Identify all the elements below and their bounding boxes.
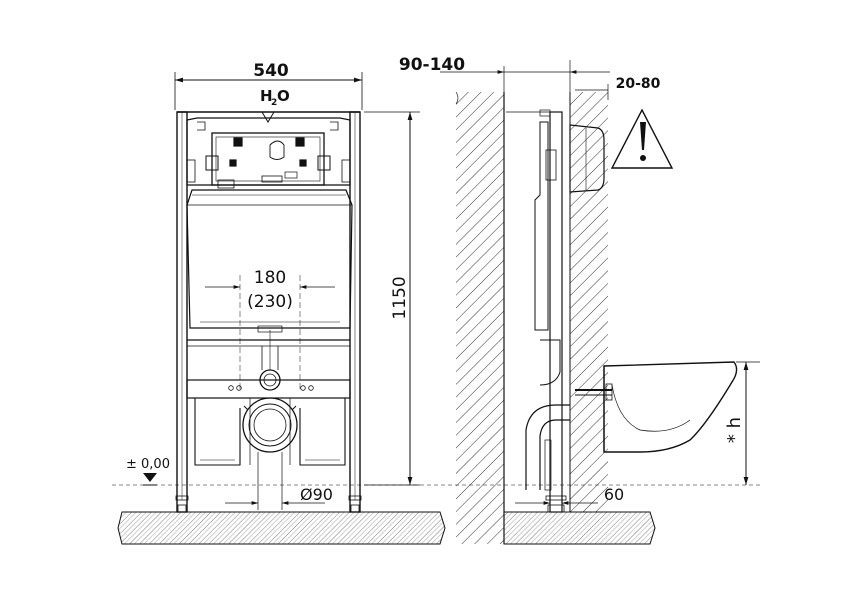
wall-gap-label: 90-140	[399, 55, 465, 75]
cistern	[186, 117, 353, 333]
side-floor-slab	[503, 511, 656, 545]
water-label-o: O	[277, 87, 290, 105]
floor-offset-dimension: 60	[515, 485, 624, 505]
drain-diameter-label: Ø90	[300, 485, 333, 504]
width-dimension: 540	[174, 61, 363, 110]
pan-height-label: * h	[724, 417, 745, 443]
floor-offset-label: 60	[604, 485, 624, 504]
front-view: 540 H 2 O	[112, 61, 760, 545]
height-label: 1150	[390, 276, 410, 319]
width-label: 540	[253, 61, 289, 81]
water-label-sub: 2	[271, 98, 277, 108]
warning-triangle: !	[610, 108, 674, 169]
wall-section	[456, 92, 504, 544]
water-inlet-label: H 2 O	[260, 87, 290, 108]
drain-outlet	[242, 397, 298, 453]
wall-finish-label: 20-80	[616, 76, 661, 92]
wall-finish-dimension: 20-80	[575, 76, 661, 100]
wall-gap-dimension: 90-140	[399, 55, 610, 92]
finish-wall-section	[570, 92, 608, 512]
flush-spacing-dimension: 180 (230)	[205, 268, 335, 390]
pan-height-dimension: * h	[724, 361, 760, 485]
height-dimension: 1150	[364, 111, 420, 486]
flush-spacing-alt-label: (230)	[247, 292, 293, 312]
water-label-h: H	[260, 87, 273, 105]
flush-spacing-label: 180	[254, 268, 286, 288]
actuator-plate-outline	[211, 132, 325, 186]
side-view: 90-140 20-80 !	[399, 55, 760, 545]
drain-diameter-dimension: Ø90	[225, 485, 333, 505]
floor-level-label: ± 0,00	[126, 457, 170, 472]
toilet-bowl	[603, 361, 738, 453]
front-floor-slab	[117, 511, 446, 545]
